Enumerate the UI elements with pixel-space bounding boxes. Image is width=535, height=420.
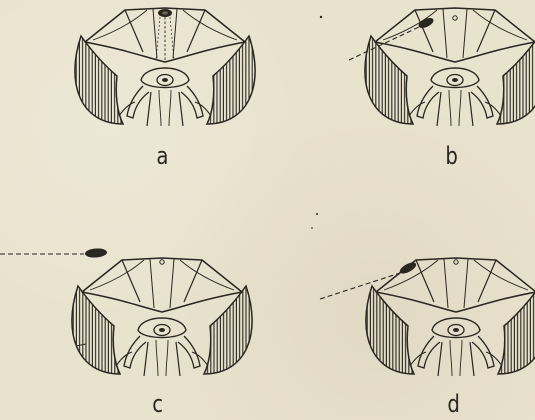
specimen-c (0, 248, 252, 376)
panel-label-c: c (152, 392, 163, 416)
specimen-b (349, 8, 535, 126)
panel-label-d: d (447, 392, 459, 416)
specimen-a (75, 8, 255, 126)
panel-label-b: b (445, 144, 457, 168)
specimen-d (320, 258, 535, 376)
panel-label-a: a (156, 144, 168, 168)
